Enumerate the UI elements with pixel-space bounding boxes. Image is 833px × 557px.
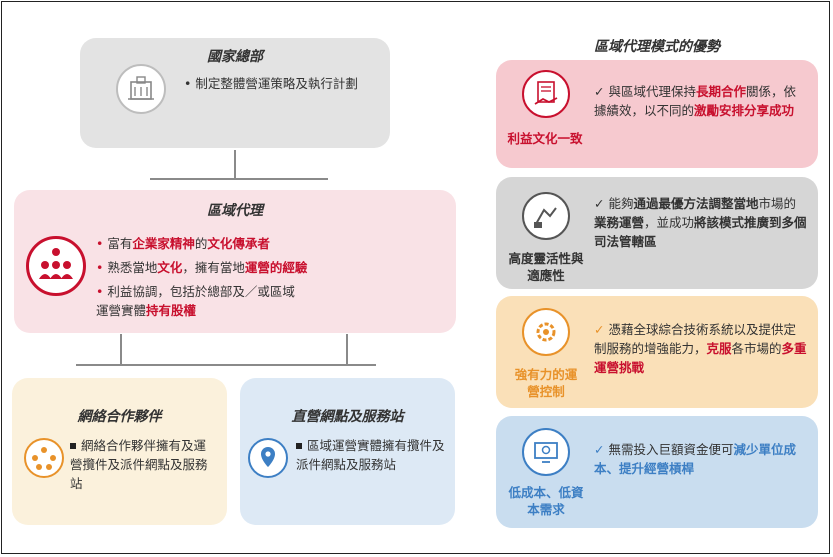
advantage-4-text: ✓無需投入巨額資金便可減少單位成本、提升經營槓桿: [594, 442, 797, 476]
flexible-arm-icon: [522, 192, 570, 240]
network-people-icon: [24, 438, 64, 478]
check-icon: ✓: [594, 442, 605, 457]
regional-bullet-3: •利益協調，包括於總部及／或區域運營實體持有股權: [96, 284, 295, 318]
handshake-document-icon: [522, 70, 570, 118]
bullet-square: [296, 442, 302, 449]
advantage-1-label: 利益文化一致: [507, 131, 583, 146]
advantage-1-text: ✓與區域代理保持長期合作關係，依據績效，以不同的激勵安排分享成功: [594, 84, 797, 118]
connector-regional-children-right: [346, 334, 348, 364]
cost-monitor-icon: [522, 428, 570, 476]
partner-text: 網絡合作夥伴擁有及運營攬件及派件網點及服務站: [70, 438, 208, 491]
connector-regional-children: [120, 334, 122, 364]
regional-bullet-1: •富有企業家精神的文化傳承者: [96, 236, 270, 251]
advantage-3-label: 強有力的運營控制: [514, 367, 578, 399]
gear-control-icon: [522, 308, 570, 356]
building-icon: [116, 64, 166, 114]
regional-title: 區域代理: [207, 203, 263, 219]
regional-box: [14, 190, 456, 333]
check-icon: ✓: [594, 322, 605, 337]
connector-bracket-top: [150, 178, 328, 180]
regional-bullet-2: •熟悉當地文化，擁有當地運營的經驗: [96, 260, 308, 275]
hq-bullet: • 制定整體營運策略及執行計劃: [184, 76, 358, 91]
check-icon: ✓: [594, 84, 605, 99]
advantage-2-label: 高度靈活性與適應性: [508, 251, 584, 283]
bullet-square: [70, 442, 76, 449]
advantage-3-text: ✓憑藉全球綜合技術系統以及提供定制服務的增強能力，克服各市場的多重運營挑戰: [594, 322, 807, 375]
advantage-2-text: ✓能夠通過最優方法調整當地市場的業務運營，並成功將該模式推廣到多個司法管轄區: [594, 196, 807, 249]
bullet-dot: •: [184, 76, 196, 91]
partner-title: 網絡合作夥伴: [77, 409, 162, 425]
advantage-4-label: 低成本、低資本需求: [508, 485, 584, 517]
hq-title: 國家總部: [207, 49, 263, 65]
direct-title: 直營網點及服務站: [291, 409, 404, 425]
check-icon: ✓: [594, 196, 605, 211]
direct-text: 區域運營實體擁有攬件及派件網點及服務站: [296, 438, 445, 472]
people-group-icon: [26, 236, 86, 296]
connector-bottom-bracket: [76, 364, 376, 366]
advantages-heading: 區域代理模式的優勢: [594, 39, 720, 55]
location-pin-icon: [248, 438, 288, 478]
connector-hq-regional: [234, 150, 236, 178]
